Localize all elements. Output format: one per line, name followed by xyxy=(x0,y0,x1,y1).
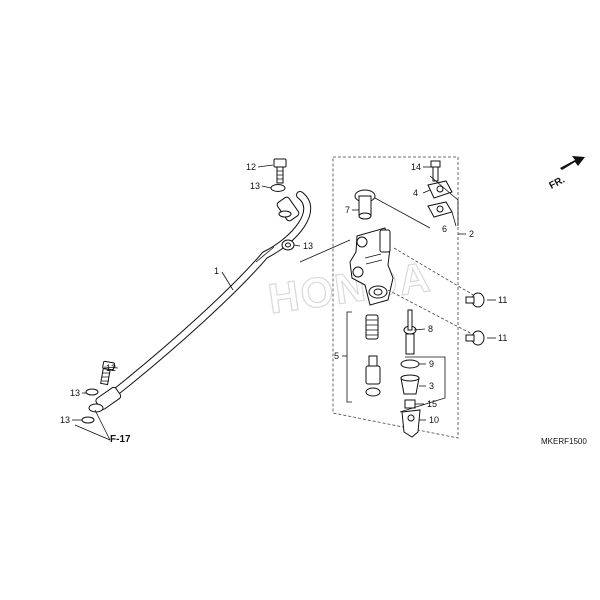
bolt-11-lower xyxy=(465,330,485,346)
callout-7: 7 xyxy=(345,205,350,215)
callout-9: 9 xyxy=(429,359,434,369)
reservoir-joint xyxy=(354,189,376,220)
callout-8: 8 xyxy=(428,324,433,334)
washer xyxy=(400,359,420,369)
banjo-bolt-upper xyxy=(273,158,287,184)
callout-2: 2 xyxy=(469,229,474,239)
callout-5: 5 xyxy=(334,351,339,361)
callout-3: 3 xyxy=(429,381,434,391)
callout-15: 15 xyxy=(427,399,437,409)
callout-13-d: 13 xyxy=(60,415,70,425)
reference-label: F-17 xyxy=(110,434,131,445)
master-cylinder-body xyxy=(349,227,394,306)
direction-label: FR. xyxy=(548,174,568,191)
callout-11-lower: 11 xyxy=(498,333,507,343)
callout-12-upper: 12 xyxy=(246,162,256,172)
push-rod xyxy=(403,309,417,355)
callout-10: 10 xyxy=(429,415,439,425)
callout-13-a: 13 xyxy=(250,181,260,191)
callout-11-upper: 11 xyxy=(498,295,507,305)
callout-4: 4 xyxy=(413,188,418,198)
callout-13-c: 13 xyxy=(70,388,80,398)
callout-6: 6 xyxy=(442,224,447,234)
assembly-frame xyxy=(332,156,459,439)
diagram-code: MKERF1500 xyxy=(541,437,587,446)
callout-14: 14 xyxy=(411,162,421,172)
callout-1: 1 xyxy=(214,266,219,276)
arrow-icon xyxy=(560,156,585,170)
brake-hose xyxy=(88,191,311,413)
sealing-washer xyxy=(270,184,286,192)
piston-set xyxy=(365,314,381,397)
leader-lines xyxy=(72,164,496,441)
joint xyxy=(401,409,421,438)
sealing-washer xyxy=(85,388,99,396)
front-direction-arrow: FR. xyxy=(548,156,585,192)
nut xyxy=(404,399,416,409)
callout-12-lower: 12 xyxy=(106,363,116,373)
callout-13-b: 13 xyxy=(303,241,313,251)
sealing-washer xyxy=(81,416,95,424)
bolt-11-upper xyxy=(465,292,485,308)
